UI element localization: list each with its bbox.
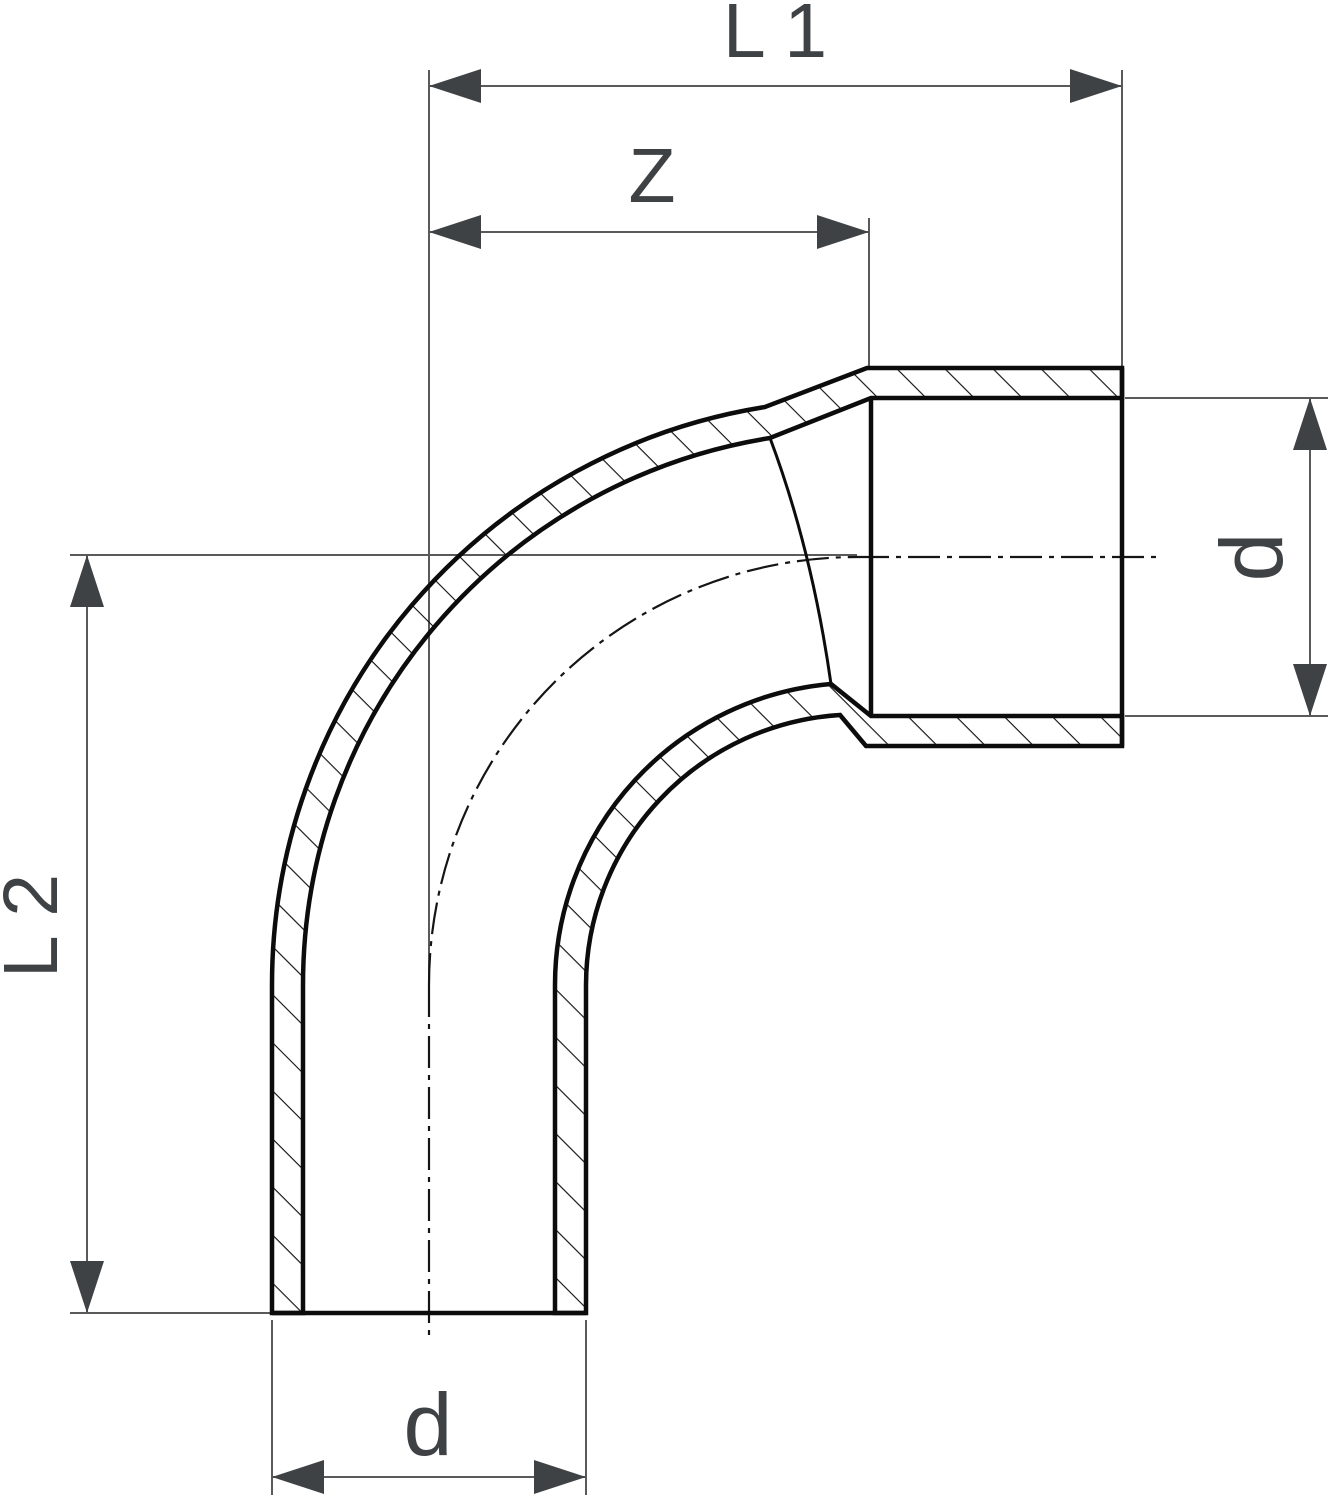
socket-forming-crease (768, 437, 833, 685)
outer-wall-section (269, 365, 1125, 1316)
centerlines (427, 555, 1160, 1340)
l2-arrowhead-bottom (70, 1261, 104, 1313)
d-socket-arrowhead-bottom (1293, 664, 1327, 716)
l1-label: L 1 (723, 0, 827, 74)
dimension-l1: L 1 (428, 0, 1123, 985)
z-arrowhead-left (429, 215, 481, 249)
d-spigot-arrowhead-right (534, 1460, 586, 1494)
d-spigot-arrowhead-left (272, 1460, 324, 1494)
l2-arrowhead-top (70, 555, 104, 607)
dimension-d-socket: d (1125, 397, 1328, 717)
d-spigot-label: d (404, 1375, 453, 1474)
l2-label: L 2 (0, 874, 74, 978)
d-socket-arrowhead-top (1293, 398, 1327, 450)
inner-wall-section (552, 681, 1125, 1316)
z-label: Z (628, 133, 675, 219)
centerline-bend-arc (427, 555, 858, 986)
dimension-d-spigot: d (271, 1320, 587, 1495)
l1-arrowhead-right (1070, 69, 1122, 103)
d-socket-label: d (1202, 533, 1301, 582)
l1-arrowhead-left (429, 69, 481, 103)
z-arrowhead-right (817, 215, 869, 249)
dimension-z: Z (429, 133, 870, 368)
elbow-body (269, 365, 1125, 1316)
